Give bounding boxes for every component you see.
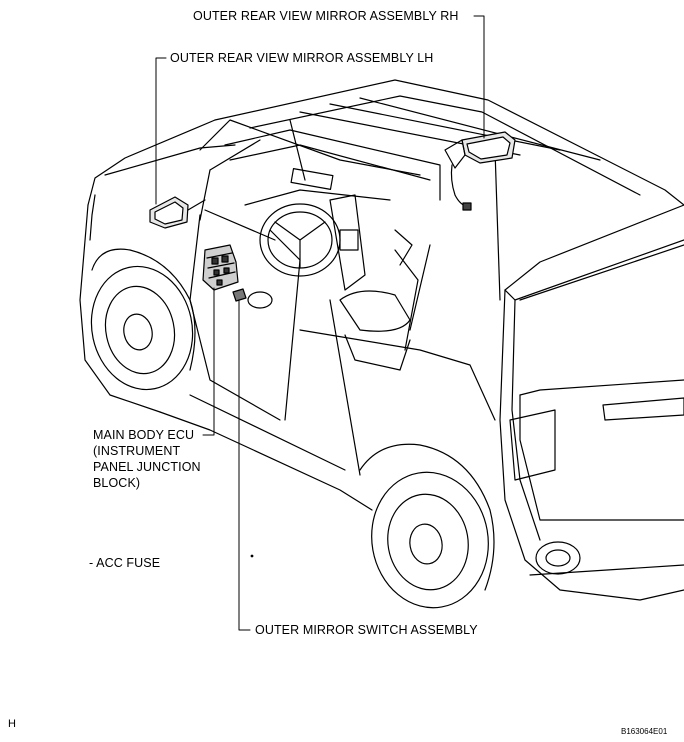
figure-id: B163064E01 [621, 727, 668, 736]
label-mirror-rh: OUTER REAR VIEW MIRROR ASSEMBLY RH [193, 9, 459, 23]
mirror-lh-part [149, 169, 211, 229]
outer-mirror-switch-part [232, 288, 247, 302]
stray-dot [250, 554, 254, 558]
dashboard-interior [224, 129, 441, 371]
mirror-rh-part [444, 131, 516, 211]
main-body-ecu-part [202, 244, 239, 291]
label-ecu-line2: (INSTRUMENT [93, 444, 181, 458]
leader-lines [155, 15, 485, 631]
corner-letter: H [8, 718, 16, 730]
label-ecu-line1: MAIN BODY ECU [93, 428, 195, 442]
label-mirror-lh: OUTER REAR VIEW MIRROR ASSEMBLY LH [170, 51, 434, 65]
label-mirror-switch: OUTER MIRROR SWITCH ASSEMBLY [255, 623, 478, 637]
label-acc-fuse: - ACC FUSE [89, 556, 161, 570]
label-ecu-line3: PANEL JUNCTION [93, 460, 201, 474]
label-ecu-line4: BLOCK) [93, 476, 141, 490]
vehicle-body [79, 79, 684, 609]
